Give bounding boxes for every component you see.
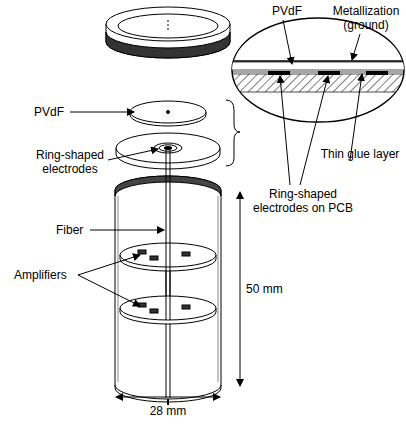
part-label: Fiber xyxy=(56,223,96,237)
inset-detail xyxy=(230,18,406,122)
housing xyxy=(115,176,221,405)
fiber xyxy=(166,150,170,398)
part-label: Ring-shaped electrodes xyxy=(30,148,110,176)
cap xyxy=(106,7,230,58)
dimension-label: 50 mm xyxy=(246,282,296,296)
part-label: Thin glue layer xyxy=(314,147,406,161)
pcb-disc xyxy=(116,133,220,169)
amplifier-boards xyxy=(120,243,216,324)
part-label: Metallization (ground) xyxy=(326,4,406,32)
dimension-lines xyxy=(116,192,240,397)
part-label: PVdF xyxy=(34,105,74,119)
part-label: Ring-shaped electrodes on PCB xyxy=(248,187,358,215)
part-label: Amplifiers xyxy=(14,268,84,282)
part-label: PVdF xyxy=(262,4,312,18)
bracket xyxy=(226,100,240,166)
pvdf-disc xyxy=(130,101,206,126)
leader-lines xyxy=(70,20,362,306)
dimension-label: 28 mm xyxy=(143,404,193,418)
